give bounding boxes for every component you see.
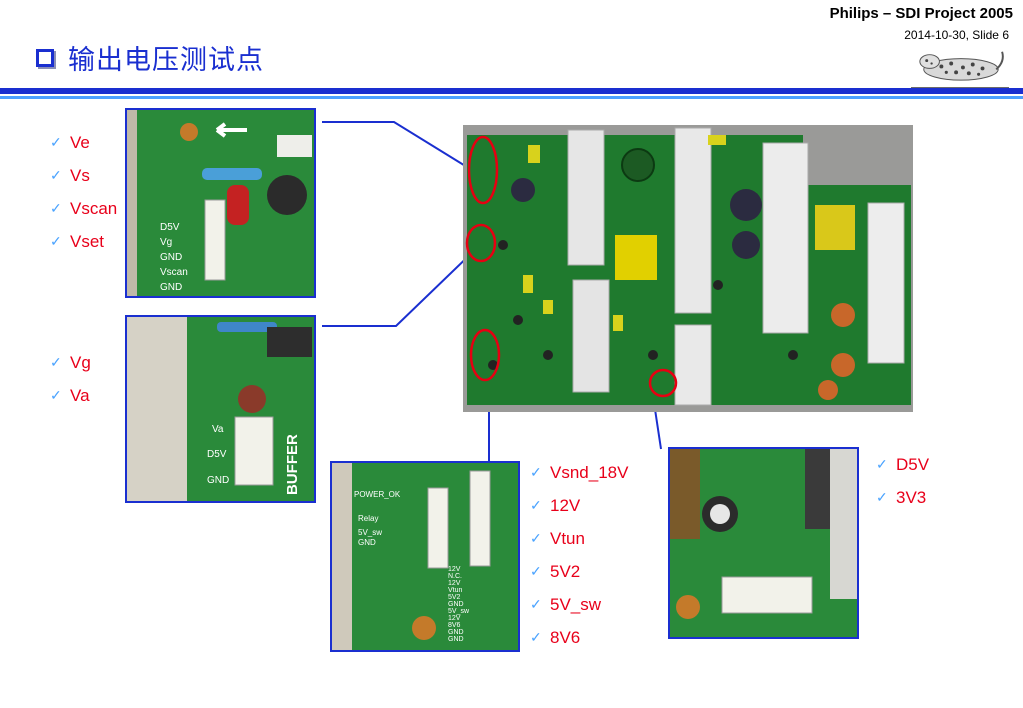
list-item: ✓5V_sw <box>530 594 602 614</box>
slide-title: 输出电压测试点 <box>36 38 264 77</box>
header-rule-light <box>0 96 1023 99</box>
silkscreen-pin: N.C. <box>448 573 462 580</box>
silkscreen-pin: GND <box>448 636 464 643</box>
labels-mid-left: ✓Vg ✓Va <box>50 346 91 412</box>
check-icon: ✓ <box>530 629 542 645</box>
photo-detail-vg-va: Va D5V GND BUFFER <box>125 315 316 503</box>
date-slide-header: 2014-10-30, Slide 6 <box>904 28 1009 42</box>
list-item: ✓Vscan <box>50 198 118 218</box>
check-icon: ✓ <box>50 134 62 150</box>
check-icon: ✓ <box>50 233 62 249</box>
check-icon: ✓ <box>530 497 542 513</box>
photo-detail-ve-vs: D5V Vg GND Vscan GND <box>125 108 316 298</box>
silkscreen-gnd: GND <box>207 475 229 486</box>
photo-detail-d5v-3v3 <box>668 447 859 639</box>
labels-top-left: ✓Ve ✓Vs ✓Vscan ✓Vset <box>50 126 117 258</box>
check-icon: ✓ <box>50 387 62 403</box>
silkscreen-gnd: GND <box>160 252 182 263</box>
check-icon: ✓ <box>50 167 62 183</box>
silkscreen-5v-sw: 5V_sw <box>358 528 382 537</box>
silkscreen-pin: 8V6 <box>448 622 461 629</box>
check-icon: ✓ <box>876 489 888 505</box>
silkscreen-pin: 12V <box>448 580 461 587</box>
list-item: ✓Vs <box>50 165 90 185</box>
pcb-drawing: D5V Vg GND Vscan GND <box>127 110 314 296</box>
silkscreen-vg: Vg <box>160 237 172 248</box>
leopard-logo-icon <box>911 51 1009 88</box>
check-icon: ✓ <box>50 200 62 216</box>
silkscreen-pin: 5V2 <box>448 594 461 601</box>
silkscreen-power-ok: POWER_OK <box>354 490 401 499</box>
list-item: ✓Ve <box>50 132 90 152</box>
photo-detail-audio: POWER_OK Relay 5V_sw GND 12V N.C. 12V Vt… <box>330 461 520 652</box>
list-item: ✓D5V <box>876 454 930 474</box>
header-rule-dark <box>0 88 1023 94</box>
silkscreen-pin: GND <box>448 629 464 636</box>
check-icon: ✓ <box>530 563 542 579</box>
check-icon: ✓ <box>876 456 888 472</box>
silkscreen-pin: GND <box>448 601 464 608</box>
check-icon: ✓ <box>530 596 542 612</box>
list-item: ✓Vtun <box>530 528 585 548</box>
pcb-drawing <box>670 449 857 637</box>
silkscreen-d5v: D5V <box>207 449 227 460</box>
silkscreen-pin: Vtun <box>448 587 463 594</box>
list-item: ✓Vset <box>50 231 105 251</box>
silkscreen-gnd: GND <box>358 538 376 547</box>
check-icon: ✓ <box>530 530 542 546</box>
pcb-drawing: Va D5V GND BUFFER <box>127 317 314 501</box>
check-icon: ✓ <box>530 464 542 480</box>
list-item: ✓5V2 <box>530 561 581 581</box>
main-board-drawing <box>463 125 913 412</box>
main-board-photo <box>463 125 913 412</box>
silkscreen-pin: 12V <box>448 615 461 622</box>
company-header: Philips – SDI Project 2005 <box>829 5 1013 22</box>
silkscreen-pin: 12V <box>448 566 461 573</box>
title-text: 输出电压测试点 <box>68 45 264 76</box>
list-item: ✓Va <box>50 385 90 405</box>
silkscreen-va: Va <box>212 424 224 435</box>
list-item: ✓Vg <box>50 352 91 372</box>
pcb-drawing: POWER_OK Relay 5V_sw GND 12V N.C. 12V Vt… <box>332 463 518 650</box>
list-item: ✓3V3 <box>876 487 927 507</box>
check-icon: ✓ <box>50 354 62 370</box>
labels-bottom-right: ✓D5V ✓3V3 <box>876 448 929 514</box>
silkscreen-relay: Relay <box>358 514 378 523</box>
silkscreen-buffer: BUFFER <box>284 434 301 495</box>
silkscreen-d5v: D5V <box>160 222 180 233</box>
silkscreen-gnd-2: GND <box>160 282 182 293</box>
silkscreen-vscan: Vscan <box>160 267 188 278</box>
list-item: ✓12V <box>530 495 581 515</box>
labels-bottom-center: ✓Vsnd_18V ✓12V ✓Vtun ✓5V2 ✓5V_sw ✓8V6 <box>530 456 628 654</box>
silkscreen-pin: 5V_sw <box>448 608 470 615</box>
list-item: ✓8V6 <box>530 627 581 647</box>
list-item: ✓Vsnd_18V <box>530 462 629 482</box>
checkbox-bullet-icon <box>36 48 54 67</box>
